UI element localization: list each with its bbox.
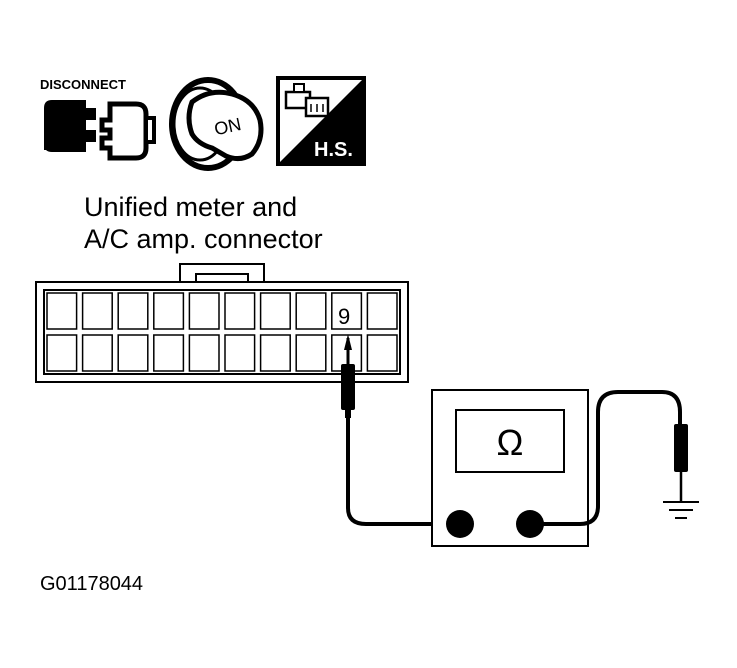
terminal-9-label: 9 [338, 304, 350, 329]
connector-title-line2: A/C amp. connector [84, 224, 323, 254]
connector-cavity [295, 292, 327, 330]
positive-probe [341, 334, 355, 418]
connector-sketch-icon [284, 83, 330, 118]
connector-cavity [188, 334, 220, 372]
connector-cavity [366, 292, 398, 330]
harness-hs-label: H.S. [314, 139, 353, 161]
connector-cavity [46, 334, 78, 372]
figure-code: G01178044 [40, 573, 143, 595]
ground-probe [674, 424, 688, 502]
ground-icon [663, 501, 699, 519]
connector-cavity [295, 334, 327, 372]
disconnect-label: DISCONNECT [40, 77, 126, 92]
connector-cavity [153, 334, 185, 372]
lead-wire-ground [530, 390, 682, 526]
connector-cavity [81, 334, 113, 372]
connector-cavity [224, 292, 256, 330]
connector-cavity [153, 292, 185, 330]
lead-wire-probe [346, 418, 460, 526]
connector-cavity [117, 334, 149, 372]
connector-cavity [331, 292, 363, 330]
connector-cavity-grid [46, 292, 398, 372]
connector-cavity [259, 292, 291, 330]
meter-terminal-left [446, 510, 474, 538]
harness-connector-icon: H.S. [276, 76, 366, 166]
connector-cavity [366, 334, 398, 372]
connector-cavity [259, 334, 291, 372]
connector-cavity [117, 292, 149, 330]
connector-cavity [46, 292, 78, 330]
connector-cavity [188, 292, 220, 330]
ignition-key-icon: ON [169, 77, 264, 171]
connector-cavity [224, 334, 256, 372]
ohm-symbol: Ω [497, 422, 524, 463]
meter-display [455, 409, 565, 473]
disconnect-icon: DISCONNECT [40, 77, 156, 161]
connector-title-line1: Unified meter and [84, 192, 297, 222]
ohmmeter: Ω [431, 389, 589, 547]
connector-cavity [81, 292, 113, 330]
